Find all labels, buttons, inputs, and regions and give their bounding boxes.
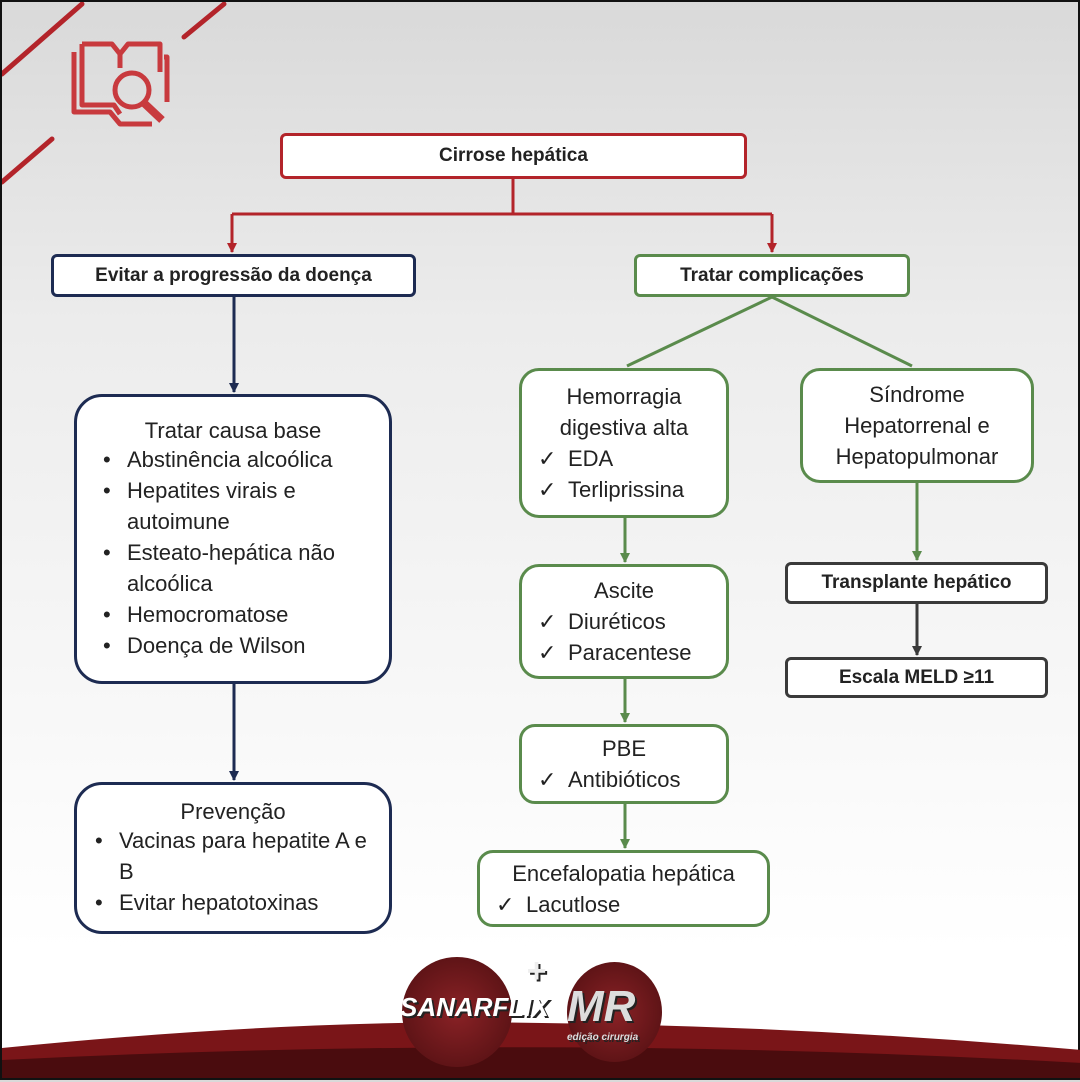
node-title: Prevenção xyxy=(180,798,286,824)
node-title: Ascite xyxy=(594,578,654,603)
sanarflix-logo: SANARFLIX xyxy=(400,992,549,1022)
list-item: Doença de Wilson xyxy=(95,630,371,661)
list-item: Paracentese xyxy=(536,637,712,668)
logo-book-search-icon xyxy=(71,41,170,127)
transplant-title: Transplante hepático xyxy=(821,572,1012,593)
left-header-title: Evitar a progressão da doença xyxy=(95,264,372,286)
prevention-node: Prevenção Vacinas para hepatite A e B Ev… xyxy=(74,782,392,934)
node-title: Tratar causa base xyxy=(144,417,322,443)
node-title: Encefalopatia hepática xyxy=(512,860,735,886)
treat-cause-node: Tratar causa base Abstinência alcoólica … xyxy=(74,394,392,684)
node-title: Síndrome Hepatorrenal e Hepatopulmonar xyxy=(835,382,999,469)
meld-node: Escala MELD ≥11 xyxy=(785,657,1048,698)
list-item: Evitar hepatotoxinas xyxy=(87,887,379,918)
mr-logo: MR xyxy=(567,982,636,1031)
node-title: PBE xyxy=(601,736,647,761)
list-item: Hemocromatose xyxy=(95,599,371,630)
list-item: Terliprissina xyxy=(536,474,712,505)
plus-icon: + xyxy=(526,952,546,990)
transplant-node: Transplante hepático xyxy=(785,562,1048,604)
list-item: Diuréticos xyxy=(536,606,712,637)
list-item: EDA xyxy=(536,443,712,474)
pbe-node: PBE Antibióticos xyxy=(519,724,729,804)
ascites-node: Ascite Diuréticos Paracentese xyxy=(519,564,729,679)
list-item: Hepatites virais e autoimune xyxy=(95,475,371,537)
list-item: Lacutlose xyxy=(494,889,753,920)
right-header-title: Tratar complicações xyxy=(680,264,864,286)
list-item: Esteato-hepática não alcoólica xyxy=(95,537,371,599)
mr-logo-subtitle: edição cirurgia xyxy=(567,1032,639,1043)
meld-title: Escala MELD ≥11 xyxy=(838,666,995,688)
root-node: Cirrose hepática xyxy=(280,133,747,179)
syndrome-node: Síndrome Hepatorrenal e Hepatopulmonar xyxy=(800,368,1034,483)
decorative-stripes xyxy=(2,2,227,185)
root-title: Cirrose hepática xyxy=(439,145,588,166)
hemorrhage-node: Hemorragia digestiva alta EDA Terlipriss… xyxy=(519,368,729,518)
left-header-node: Evitar a progressão da doença xyxy=(51,254,416,297)
node-title: Hemorragia digestiva alta xyxy=(559,384,689,440)
list-item: Abstinência alcoólica xyxy=(95,444,371,475)
encephalopathy-node: Encefalopatia hepática Lacutlose xyxy=(477,850,770,927)
list-item: Antibióticos xyxy=(536,764,712,795)
right-header-node: Tratar complicações xyxy=(634,254,910,297)
footer-band xyxy=(2,998,1080,1078)
sanarflix-logo-circle xyxy=(402,957,512,1067)
mr-logo-circle xyxy=(567,962,662,1062)
list-item: Vacinas para hepatite A e B xyxy=(87,825,379,887)
